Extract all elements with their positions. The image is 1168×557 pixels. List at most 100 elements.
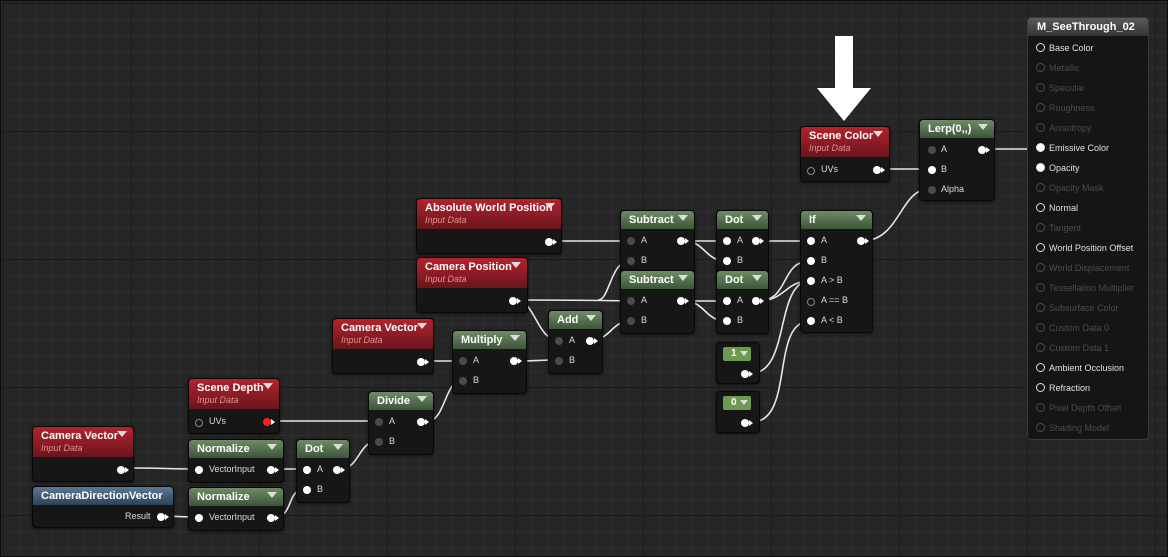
node-header[interactable]: If — [801, 211, 872, 229]
chevron-down-icon[interactable] — [333, 444, 343, 450]
pin-icon[interactable] — [267, 514, 279, 522]
pin-icon[interactable] — [459, 377, 467, 385]
pin-icon[interactable] — [417, 358, 429, 366]
dot-node[interactable]: Dot A B — [296, 439, 350, 503]
pin-icon[interactable] — [723, 237, 731, 245]
node-header[interactable]: Add — [549, 311, 602, 329]
pin-icon[interactable] — [677, 237, 689, 245]
dot-node[interactable]: Dot A B — [716, 210, 769, 274]
pin-icon[interactable] — [117, 466, 129, 474]
chevron-down-icon[interactable] — [267, 444, 277, 450]
pin-icon[interactable] — [723, 257, 731, 265]
chevron-down-icon[interactable] — [117, 431, 127, 437]
pin-icon[interactable] — [459, 357, 467, 365]
pin-icon[interactable] — [1036, 363, 1045, 372]
subtract-node[interactable]: Subtract A B — [620, 270, 695, 334]
result-pin[interactable]: Ambient Occlusion — [1036, 363, 1124, 373]
pin-icon[interactable] — [333, 466, 345, 474]
chevron-down-icon[interactable] — [267, 492, 277, 498]
pin-icon[interactable] — [752, 237, 764, 245]
node-header[interactable]: Normalize — [189, 488, 283, 506]
chevron-down-icon[interactable] — [417, 323, 427, 329]
pin-icon[interactable] — [857, 237, 869, 245]
pin-icon[interactable] — [303, 486, 311, 494]
result-pin[interactable]: Base Color — [1036, 43, 1094, 53]
chevron-down-icon[interactable] — [586, 315, 596, 321]
multiply-node[interactable]: Multiply A B — [452, 330, 527, 394]
chevron-down-icon[interactable] — [740, 351, 748, 356]
pin-icon[interactable] — [417, 418, 429, 426]
divide-node[interactable]: Divide A B — [368, 391, 434, 455]
pin-icon[interactable] — [545, 238, 557, 246]
pin-icon[interactable] — [267, 466, 279, 474]
pin-icon[interactable] — [928, 146, 936, 154]
pin-icon[interactable] — [807, 167, 815, 175]
pin-icon[interactable] — [928, 186, 936, 194]
chevron-down-icon[interactable] — [510, 335, 520, 341]
result-pin[interactable]: World Position Offset — [1036, 243, 1133, 253]
camera-direction-vector-node[interactable]: CameraDirectionVector Result — [32, 486, 174, 528]
chevron-down-icon[interactable] — [856, 215, 866, 221]
node-header[interactable]: Dot — [297, 440, 349, 458]
constant-value[interactable]: 0 — [723, 396, 751, 410]
pin-icon[interactable] — [1036, 143, 1045, 152]
pin-icon[interactable] — [807, 277, 815, 285]
pin-icon[interactable] — [195, 466, 203, 474]
chevron-down-icon[interactable] — [417, 396, 427, 402]
pin-icon[interactable] — [627, 297, 635, 305]
normalize-node[interactable]: Normalize VectorInput — [188, 439, 284, 483]
chevron-down-icon[interactable] — [678, 275, 688, 281]
node-header[interactable]: Normalize — [189, 440, 283, 458]
result-pin[interactable]: Opacity — [1036, 163, 1080, 173]
pin-icon[interactable] — [978, 146, 990, 154]
pin-icon[interactable] — [375, 418, 383, 426]
pin-icon[interactable] — [509, 297, 521, 305]
pin-icon[interactable] — [586, 337, 598, 345]
pin-icon[interactable] — [195, 514, 203, 522]
if-node[interactable]: If A B A > B A == B A < B — [800, 210, 873, 333]
chevron-down-icon[interactable] — [678, 215, 688, 221]
pin-icon[interactable] — [928, 166, 936, 174]
pin-icon[interactable] — [807, 257, 815, 265]
node-header[interactable]: CameraDirectionVector — [33, 487, 173, 505]
pin-icon[interactable] — [807, 237, 815, 245]
result-pin[interactable]: Emissive Color — [1036, 143, 1109, 153]
pin-icon[interactable] — [677, 297, 689, 305]
pin-icon[interactable] — [195, 419, 203, 427]
chevron-down-icon[interactable] — [978, 124, 988, 130]
result-pin[interactable]: Normal — [1036, 203, 1078, 213]
pin-icon[interactable] — [1036, 383, 1045, 392]
node-header[interactable]: Dot — [717, 211, 768, 229]
pin-icon[interactable] — [1036, 203, 1045, 212]
result-pin[interactable]: Refraction — [1036, 383, 1090, 393]
pin-icon[interactable] — [807, 317, 815, 325]
chevron-down-icon[interactable] — [740, 400, 748, 405]
constant-node[interactable]: 0 — [716, 391, 760, 433]
pin-icon[interactable] — [627, 317, 635, 325]
pin-icon[interactable] — [555, 337, 563, 345]
pin-icon[interactable] — [510, 357, 522, 365]
subtract-node[interactable]: Subtract A B — [620, 210, 695, 274]
node-header[interactable]: Subtract — [621, 271, 694, 289]
pin-icon[interactable] — [1036, 43, 1045, 52]
pin-icon[interactable] — [1036, 163, 1045, 172]
pin-icon[interactable] — [627, 237, 635, 245]
node-header[interactable]: Dot — [717, 271, 768, 289]
pin-icon[interactable] — [723, 317, 731, 325]
node-header[interactable]: Multiply — [453, 331, 526, 349]
chevron-down-icon[interactable] — [511, 262, 521, 268]
pin-icon[interactable] — [1036, 243, 1045, 252]
pin-icon[interactable] — [752, 297, 764, 305]
pin-icon[interactable] — [303, 466, 311, 474]
normalize-node[interactable]: Normalize VectorInput — [188, 487, 284, 531]
pin-icon[interactable] — [627, 257, 635, 265]
